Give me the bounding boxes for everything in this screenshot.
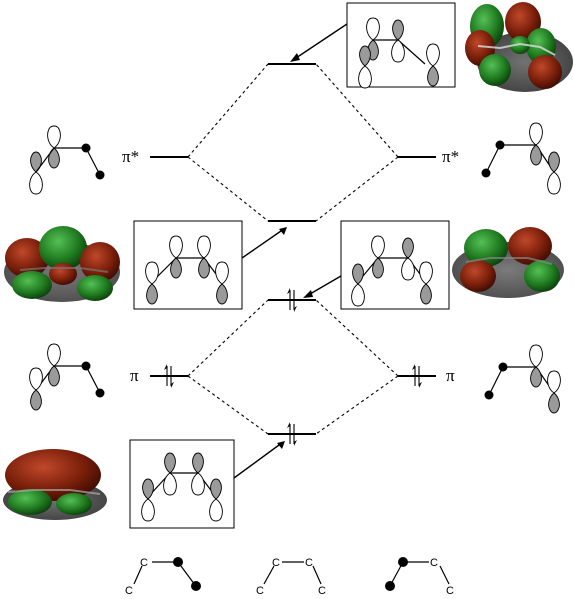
label-pi-star-left: π* bbox=[122, 147, 139, 166]
orbital-render-psi4 bbox=[465, 2, 573, 92]
skeleton-middle-atom-3: C bbox=[256, 585, 264, 597]
skeleton-middle-atom-2: C bbox=[305, 557, 313, 569]
electron-pair-psi2 bbox=[287, 288, 297, 312]
energy-levels bbox=[150, 63, 436, 435]
fragment-left-pi bbox=[29, 343, 105, 411]
orbital-render-psi2 bbox=[452, 227, 564, 298]
skeleton-right-atom-2: C bbox=[446, 585, 454, 597]
skeleton-middle-atom-4: C bbox=[318, 585, 326, 597]
electron-pairs bbox=[164, 288, 422, 446]
electron-pair-right-pi bbox=[412, 364, 422, 388]
skeleton-left-atom-2: C bbox=[125, 585, 133, 597]
box-psi2 bbox=[340, 220, 450, 310]
fragment-right-pi-star bbox=[481, 122, 561, 195]
box-psi1 bbox=[129, 439, 235, 529]
pointer-arrows bbox=[233, 23, 348, 479]
orbital-render-psi3 bbox=[4, 226, 120, 302]
electron-pair-psi1 bbox=[287, 422, 297, 446]
electron-pair-left-pi bbox=[164, 364, 174, 388]
skeleton-middle-atom-1: C bbox=[272, 557, 280, 569]
box-psi4 bbox=[346, 2, 456, 89]
fragment-right-pi bbox=[484, 344, 561, 414]
label-pi-star-right: π* bbox=[442, 147, 459, 166]
skeleton-right-atom-1: C bbox=[430, 557, 438, 569]
fragment-left-pi-star bbox=[29, 125, 105, 195]
skeleton-left-atom-1: C bbox=[140, 557, 148, 569]
label-pi-left: π bbox=[130, 366, 139, 385]
skeleton-right: C C bbox=[385, 557, 454, 597]
correlation-lines bbox=[187, 63, 399, 435]
skeleton-middle: C C C C bbox=[256, 557, 326, 597]
orbital-render-psi1 bbox=[3, 449, 107, 520]
box-psi3 bbox=[133, 220, 243, 310]
label-pi-right: π bbox=[446, 366, 455, 385]
skeleton-left: C C bbox=[125, 557, 201, 597]
